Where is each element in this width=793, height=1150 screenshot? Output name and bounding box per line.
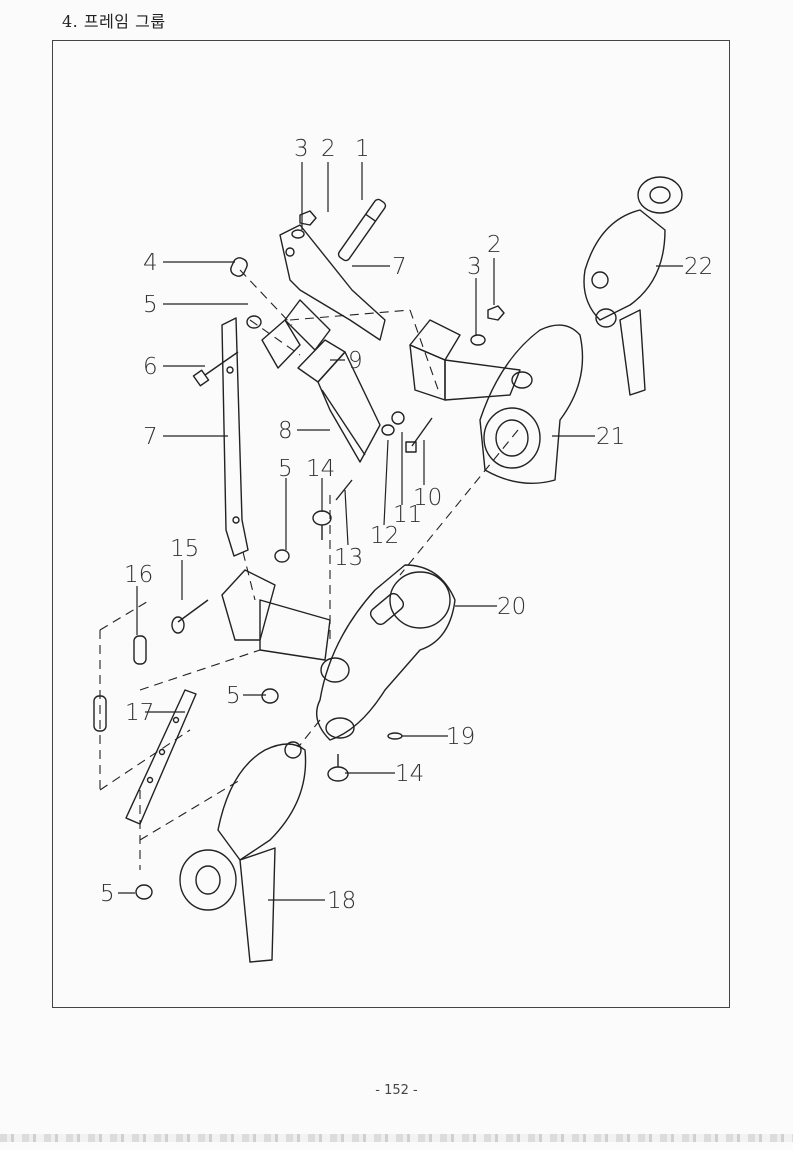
callout-16: 16 [124,562,153,588]
part-12-washer [381,424,395,436]
part-5-caps [135,315,290,900]
part-3-washer-rear [470,334,486,346]
part-7-long-bar [221,317,249,557]
callout-2: 2 [487,232,502,258]
callout-5: 5 [278,456,293,482]
part-7-upper-bracket [279,224,386,341]
callout-13: 13 [334,545,363,571]
rear-mount [409,319,521,401]
part-11-nut [391,411,405,425]
callout-7: 7 [143,424,158,450]
callout-5: 5 [100,881,115,907]
callout-5: 5 [226,683,241,709]
callout-14: 14 [306,456,335,482]
scan-artifact [0,1134,793,1142]
callout-3: 3 [294,136,309,162]
callout-22: 22 [684,254,713,280]
part-15-bolt [171,599,209,634]
callout-20: 20 [497,594,526,620]
part-14-stud-bottom [327,754,349,782]
callout-3: 3 [467,254,482,280]
callout-4: 4 [143,250,158,276]
callout-21: 21 [596,424,625,450]
callout-2: 2 [321,136,336,162]
part-9-block [297,339,381,463]
part-9-holder [261,299,331,369]
callout-10: 10 [413,485,442,511]
callout-17: 17 [125,700,154,726]
callout-11: 11 [393,502,422,528]
part-4-pin [230,257,248,277]
callout-6: 6 [143,354,158,380]
callout-9: 9 [348,348,363,374]
part-17-plate [125,689,197,825]
part-1-rod [337,198,387,262]
callout-14: 14 [395,761,424,787]
part-3-washer-top [291,229,305,239]
callout-8: 8 [278,418,293,444]
callout-7: 7 [392,254,407,280]
callout-labels: 1 2 3 4 5 6 7 7 8 9 2 3 22 21 10 11 12 1… [100,136,713,914]
callout-15: 15 [170,536,199,562]
part-6-bolt [192,351,239,387]
part-19-pin [387,732,403,740]
part-20-center-arm [316,564,456,741]
callout-1: 1 [355,136,370,162]
callout-18: 18 [327,888,356,914]
callout-19: 19 [446,724,475,750]
part-18-lower-crank [179,741,307,963]
part-22-crank [583,176,683,396]
part-21-upper-arm [479,324,584,485]
part-10-bolt [405,417,433,453]
callout-12: 12 [370,523,399,549]
callout-5: 5 [143,292,158,318]
center-bracket [221,569,331,661]
part-16-pins [93,635,147,732]
page-number: - 152 - [375,1083,418,1098]
part-14-stud-top [312,510,332,540]
part-2-nut-rear [487,305,505,321]
diagram-frame [52,40,730,1008]
assembly-dashed-lines [99,269,519,870]
part-2-nut-top [299,210,317,226]
part-13-screw [335,479,353,501]
section-title: 4. 프레임 그룹 [62,12,166,31]
